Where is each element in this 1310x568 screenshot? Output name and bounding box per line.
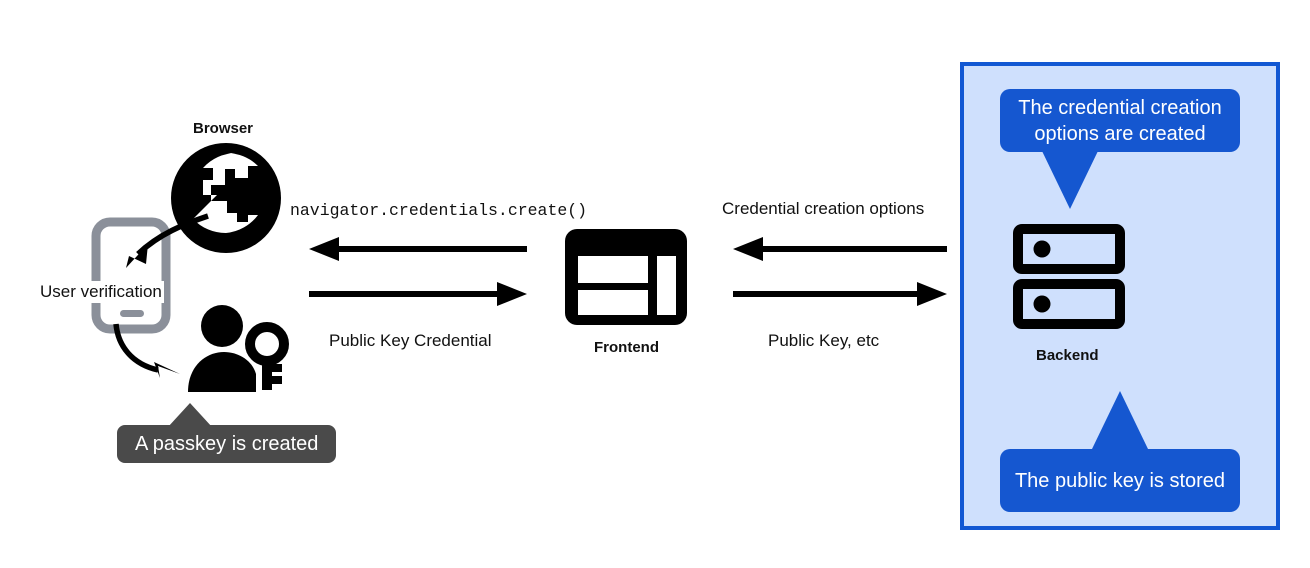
phone-icon bbox=[91, 217, 171, 334]
arrow-public-key-right bbox=[733, 282, 947, 306]
callout-top-text: The credential creation options are crea… bbox=[1018, 96, 1222, 145]
arrow-public-key-credential-right bbox=[309, 282, 527, 306]
arrow-phone-to-user-icon bbox=[110, 322, 200, 384]
callout-bottom-text: The public key is stored bbox=[1014, 469, 1226, 492]
browser-label: Browser bbox=[193, 120, 254, 137]
globe-icon bbox=[171, 143, 281, 253]
passkey-tooltip-tail-icon bbox=[168, 403, 212, 427]
callout-bottom-tail-icon bbox=[1092, 391, 1148, 449]
backend-label: Backend bbox=[1036, 347, 1099, 364]
right-flow-bottom-label: Public Key, etc bbox=[768, 331, 880, 350]
right-flow-top-label: Credential creation options bbox=[722, 199, 925, 218]
passkey-created-tooltip: A passkey is created bbox=[117, 425, 337, 463]
user-with-key-icon bbox=[186, 304, 289, 392]
left-flow-bottom-label: Public Key Credential bbox=[329, 331, 492, 350]
user-verification-label: User verification bbox=[38, 281, 164, 303]
callout-credential-options: The credential creation options are crea… bbox=[1000, 89, 1240, 152]
callout-top-tail-icon bbox=[1042, 151, 1098, 209]
arrow-navigator-create-left bbox=[309, 237, 527, 261]
server-rack-icon bbox=[1013, 224, 1125, 332]
frontend-window-icon bbox=[565, 229, 687, 325]
passkey-tooltip-text: A passkey is created bbox=[135, 432, 319, 455]
frontend-label: Frontend bbox=[594, 339, 659, 356]
callout-public-key-stored: The public key is stored bbox=[1000, 449, 1240, 512]
arrow-browser-to-phone-icon bbox=[104, 210, 214, 290]
left-flow-top-label: navigator.credentials.create() bbox=[290, 201, 588, 220]
arrow-credential-options-left bbox=[733, 237, 947, 261]
